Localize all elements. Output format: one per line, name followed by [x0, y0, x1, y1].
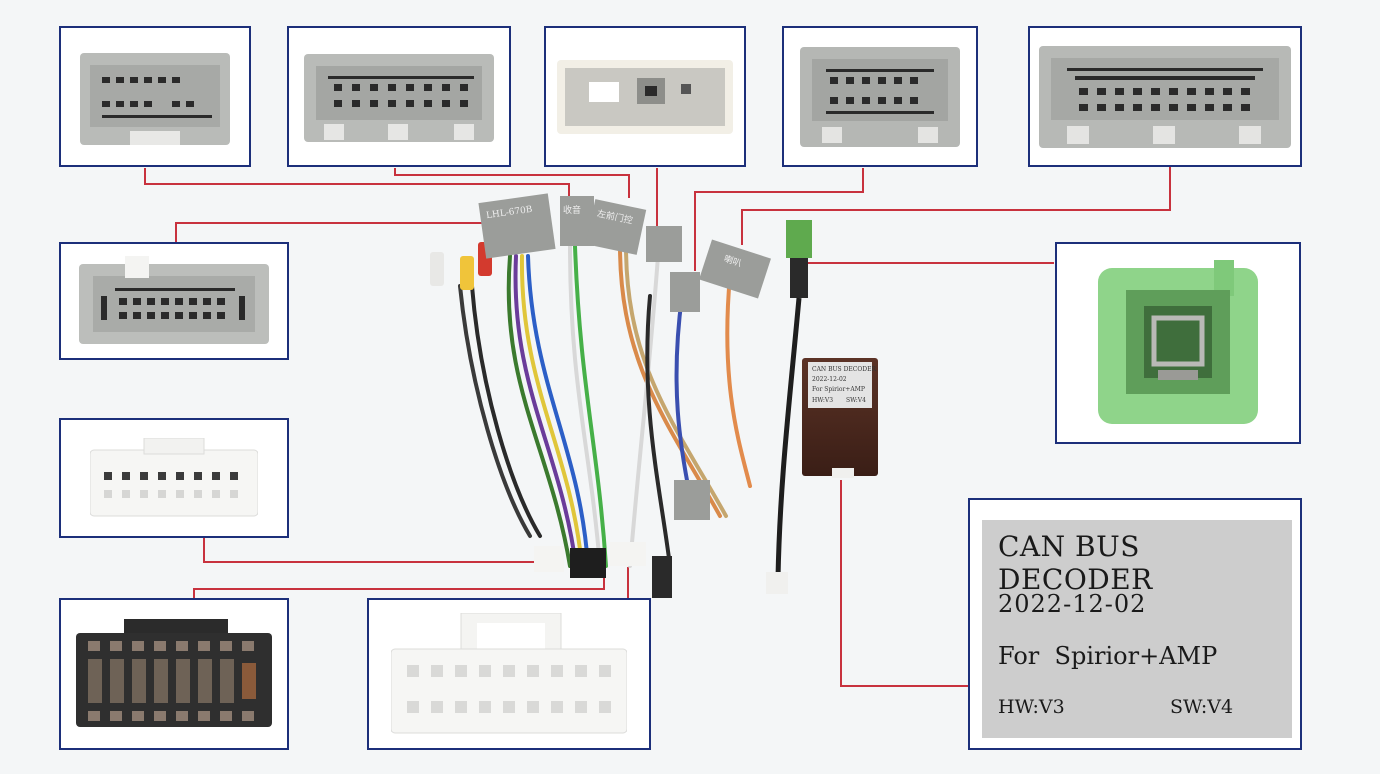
panel-gray-32-pin-connector [1028, 26, 1302, 167]
panel-black-iso-20-pin-connector [59, 598, 289, 750]
leader-line-9c [603, 572, 605, 590]
white-2-pin-connector-image [557, 59, 733, 134]
leader-line-1a [144, 168, 146, 184]
leader-line-2b [394, 174, 630, 176]
leader-line-4a [862, 168, 864, 192]
antenna-cable [766, 220, 812, 594]
leader-line-2a [394, 168, 396, 175]
leader-line-8b [203, 561, 539, 563]
panel-white-2-pin-connector [544, 26, 746, 167]
decoder-sticker: CAN BUS DECODER 2022-12-02 For Spirior+A… [808, 362, 876, 408]
black-iso-20-pin-connector-image [76, 619, 272, 727]
panel-gray-16-pin-connector [782, 26, 978, 167]
decoder-label-model: For Spirior+AMP [998, 642, 1218, 670]
leader-line-8a [203, 537, 205, 563]
leader-line-2c [628, 174, 630, 198]
gray-16-pin-connector-image [800, 46, 960, 147]
panel-gray-24-pin-connector [287, 26, 511, 167]
decoder-sticker-line1: CAN BUS DECODER [812, 366, 876, 373]
leader-line-9a [193, 588, 605, 590]
leader-line-5b [741, 209, 1171, 211]
decoder-label-sw: SW:V4 [1170, 696, 1234, 718]
leader-line-1b [144, 183, 570, 185]
panel-white-20-pin-connector [367, 598, 651, 750]
leader-line-10 [627, 567, 629, 599]
decoder-port [832, 468, 854, 478]
decoder-sticker-line3: For Spirior+AMP [812, 386, 865, 393]
gray-28-pin-connector-image [79, 256, 269, 344]
panel-gray-20-pin-connector [59, 26, 251, 167]
decoder-label-title: CAN BUS DECODER [998, 530, 1153, 596]
leader-line-9b [193, 588, 195, 600]
leader-line-6a [175, 222, 177, 242]
decoder-label-card: CAN BUS DECODER 2022-12-02 For Spirior+A… [982, 520, 1292, 738]
decoder-label-hw: HW:V3 [998, 696, 1065, 718]
decoder-label-date: 2022-12-02 [998, 590, 1147, 618]
leader-line-6b [175, 222, 495, 224]
panel-white-16-pin-connector [59, 418, 289, 538]
panel-green-antenna-connector [1055, 242, 1301, 444]
leader-line-5c [741, 209, 743, 245]
decoder-sticker-sw: SW:V4 [846, 397, 866, 404]
leader-line-7 [808, 262, 1054, 264]
decoder-sticker-hw: HW:V3 [812, 397, 834, 404]
green-antenna-connector-image [1098, 260, 1258, 424]
decoder-sticker-line2: 2022-12-02 [812, 376, 847, 383]
leader-line-11b [840, 685, 970, 687]
leader-line-5a [1169, 165, 1171, 211]
gray-32-pin-connector-image [1039, 45, 1291, 148]
leader-line-1c [568, 183, 570, 197]
white-20-pin-connector-image [391, 613, 627, 734]
leader-line-4c [694, 191, 696, 271]
gray-20-pin-connector-image [80, 52, 230, 145]
panel-gray-28-pin-connector [59, 242, 289, 360]
gray-24-pin-connector-image [304, 53, 494, 142]
wiring-harness [430, 193, 771, 598]
leader-line-11a [840, 480, 842, 686]
leader-line-3 [656, 168, 658, 232]
leader-line-4b [694, 191, 864, 193]
white-16-pin-connector-image [90, 438, 258, 517]
connector-tag-1: 收音 [563, 206, 582, 216]
